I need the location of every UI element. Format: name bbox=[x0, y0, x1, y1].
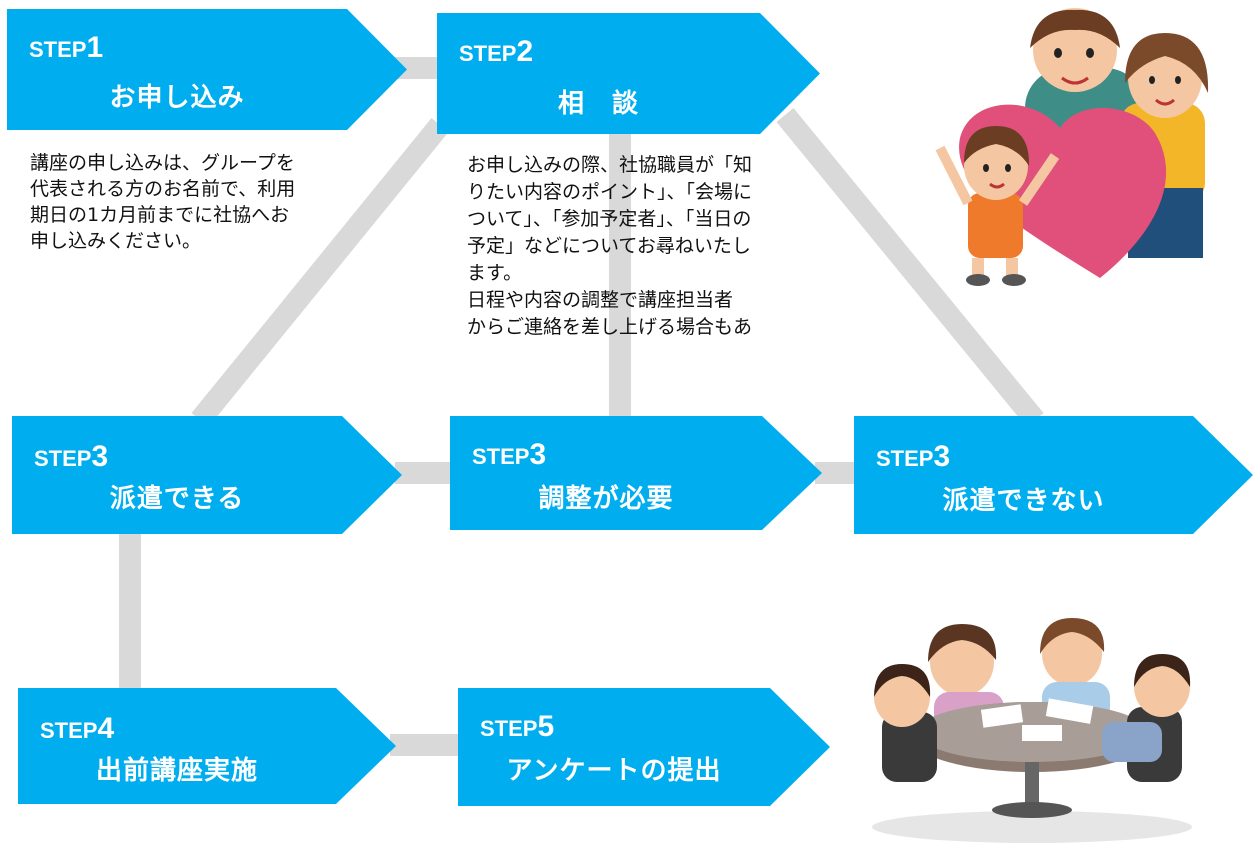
step4-label: STEP4 bbox=[40, 712, 115, 745]
step1-box: STEP1 お申し込み bbox=[7, 9, 407, 130]
step3a-title: 派遣できる bbox=[109, 484, 245, 514]
step5-label: STEP5 bbox=[480, 710, 555, 743]
desc-line: 日程や内容の調整で講座担当者 bbox=[467, 289, 734, 311]
step4-box: STEP4 出前講座実施 bbox=[18, 688, 396, 804]
desc-line: からご連絡を差し上げる場合もあ bbox=[467, 316, 753, 338]
desc-line: りたい内容のポイント」、「会場に bbox=[467, 181, 753, 203]
step1-label: STEP1 bbox=[29, 31, 104, 64]
step2-box: STEP2 相 談 bbox=[437, 13, 820, 134]
connector-2-3c bbox=[776, 108, 1044, 427]
desc-line: ます。 bbox=[467, 262, 523, 284]
step2-label: STEP2 bbox=[459, 35, 534, 68]
step3-adjust-box: STEP3 調整が必要 bbox=[450, 416, 822, 530]
desc-line: 予定」などについてお尋ねいたし bbox=[467, 235, 751, 257]
step1-description: 講座の申し込みは、グループを 代表される方のお名前で、利用 期日の1カ月前までに… bbox=[30, 150, 370, 254]
step3c-title: 派遣できない bbox=[942, 486, 1105, 516]
step3-can-dispatch-box: STEP3 派遣できる bbox=[12, 416, 402, 534]
family-heart-illustration bbox=[935, 8, 1209, 286]
meeting-table-illustration bbox=[872, 618, 1192, 843]
step2-description: お申し込みの際、社協職員が「知 りたい内容のポイント」、「会場に ついて」、「参… bbox=[467, 152, 817, 341]
step5-box: STEP5 アンケートの提出 bbox=[458, 688, 830, 806]
desc-line: 講座の申し込みは、グループを bbox=[30, 152, 295, 174]
step3b-title: 調整が必要 bbox=[538, 484, 674, 514]
step3-cannot-dispatch-box: STEP3 派遣できない bbox=[854, 416, 1253, 534]
step3a-label: STEP3 bbox=[34, 440, 109, 473]
step4-title: 出前講座実施 bbox=[95, 756, 258, 786]
connector-2-3a bbox=[191, 118, 449, 427]
desc-line: お申し込みの際、社協職員が「知 bbox=[467, 154, 753, 176]
step2-title: 相 談 bbox=[557, 89, 639, 119]
step5-title: アンケートの提出 bbox=[506, 756, 722, 786]
step3c-label: STEP3 bbox=[876, 440, 951, 473]
desc-line: 代表される方のお名前で、利用 bbox=[30, 178, 296, 200]
step1-title: お申し込み bbox=[109, 83, 245, 113]
desc-line: ついて」、「参加予定者」、「当日の bbox=[467, 208, 752, 230]
step3b-label: STEP3 bbox=[472, 438, 547, 471]
desc-line: 期日の1カ月前までに社協へお bbox=[30, 204, 290, 226]
desc-line: 申し込みください。 bbox=[30, 230, 202, 252]
